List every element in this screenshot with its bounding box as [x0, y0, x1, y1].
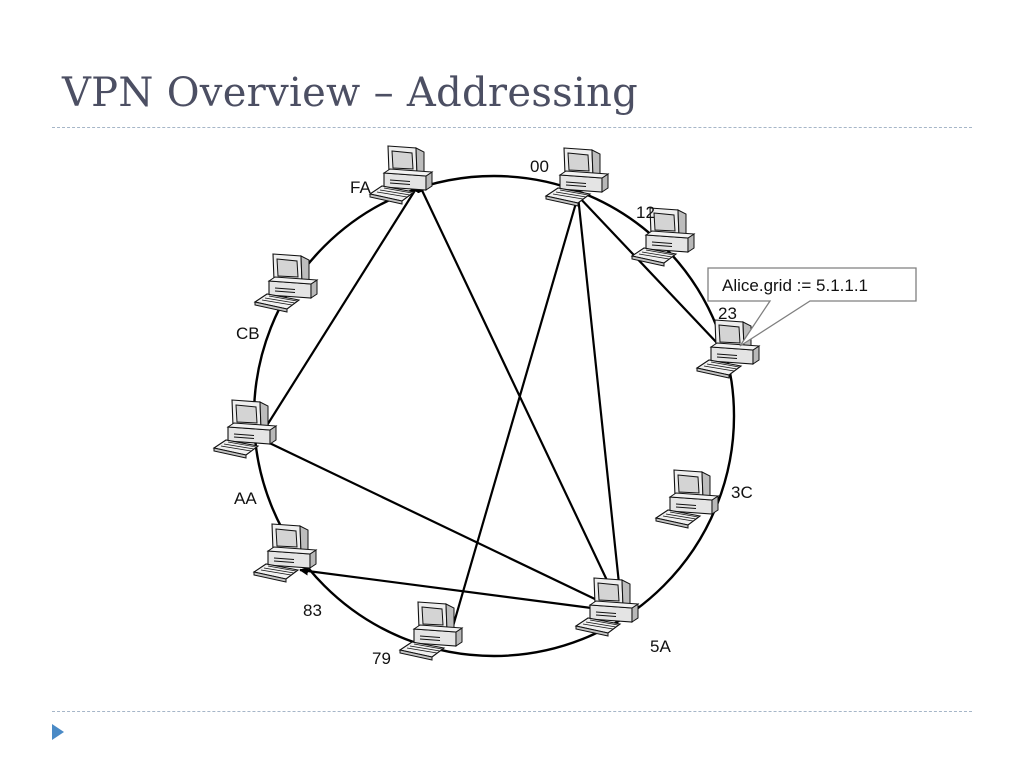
node-label: 23 — [718, 304, 737, 323]
computer-icon — [369, 145, 433, 205]
computer-icon — [655, 469, 719, 529]
computer-node-fa: FA — [350, 145, 433, 205]
computer-node-aa: AA — [213, 399, 277, 508]
computer-node-3c: 3C — [655, 469, 753, 529]
link-5a-83 — [299, 566, 623, 616]
title-divider — [52, 127, 972, 128]
node-label: 79 — [372, 649, 391, 668]
nodes-layer: 00 12 23 3C 5A 79 83 AA CB FA — [213, 145, 760, 668]
computer-icon — [213, 399, 277, 459]
computer-node-00: 00 — [530, 147, 609, 207]
node-label: 5A — [650, 637, 671, 656]
callout-text: Alice.grid := 5.1.1.1 — [722, 276, 868, 295]
link-00-79 — [446, 195, 580, 641]
computer-node-83: 83 — [253, 523, 322, 620]
computer-node-12: 12 — [631, 203, 695, 267]
computer-icon — [696, 319, 760, 379]
link-00-5a — [576, 195, 626, 613]
play-marker-icon — [52, 724, 64, 740]
computer-node-cb: CB — [236, 253, 318, 343]
computer-icon — [253, 523, 317, 583]
link-5a-fa — [418, 183, 623, 613]
links-layer — [258, 183, 736, 641]
address-callout: Alice.grid := 5.1.1.1 — [707, 267, 917, 347]
computer-node-79: 79 — [372, 601, 463, 668]
link-aa-5a — [258, 437, 623, 613]
computer-node-23: 23 — [696, 304, 760, 379]
node-label: 3C — [731, 483, 753, 502]
node-label: 83 — [303, 601, 322, 620]
computer-icon — [254, 253, 318, 313]
callout-box — [707, 267, 917, 347]
node-label: AA — [234, 489, 257, 508]
slide-title: VPN Overview – Addressing — [62, 70, 639, 116]
link-aa-fa — [258, 183, 420, 439]
node-label: CB — [236, 324, 260, 343]
footer-divider — [52, 711, 972, 712]
node-label: 00 — [530, 157, 549, 176]
computer-node-5a: 5A — [575, 577, 671, 656]
computer-icon — [545, 147, 609, 207]
node-label: 12 — [636, 203, 655, 222]
node-label: FA — [350, 178, 371, 197]
